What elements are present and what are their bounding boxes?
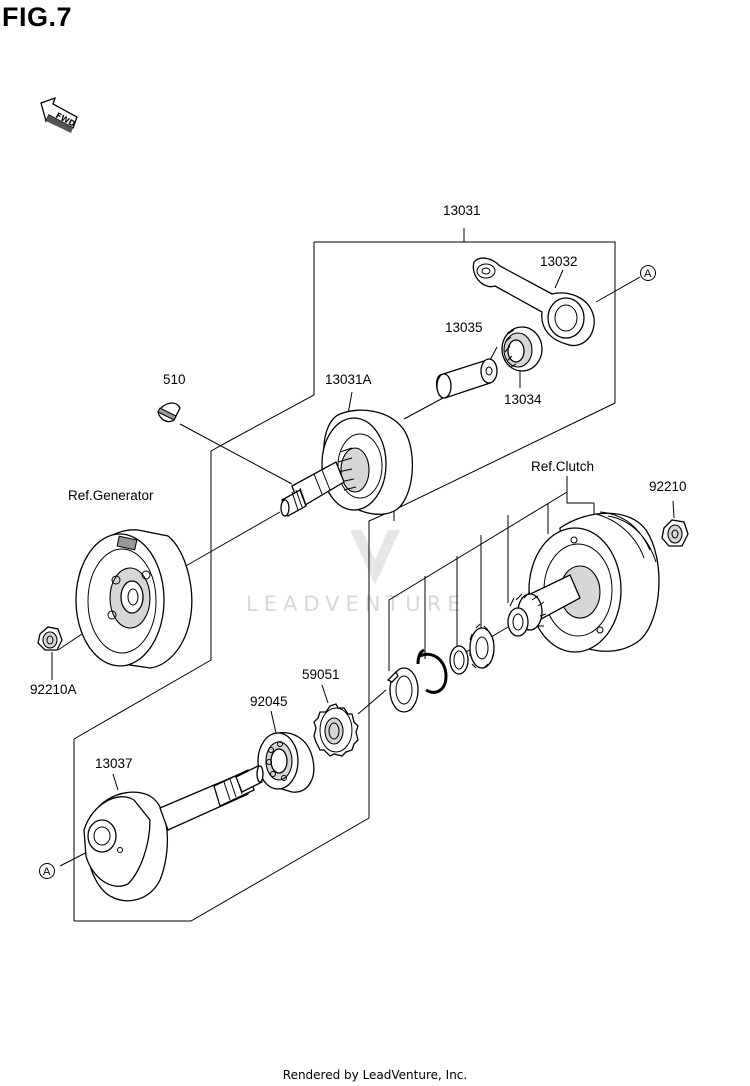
label-92045: 92045	[250, 694, 288, 709]
bracket-ref-clutch	[388, 476, 595, 671]
part-labels: 13031 13032 13035 13034 13031A 510 Ref.G…	[30, 203, 687, 771]
label-13037: 13037	[95, 756, 133, 771]
label-510: 510	[163, 372, 186, 387]
crankshaft-left-13031A	[280, 409, 414, 517]
label-13031A: 13031A	[325, 372, 372, 387]
label-13031: 13031	[443, 203, 481, 218]
bracket-13037	[74, 509, 395, 922]
woodruff-key-510	[157, 402, 181, 423]
clutch-assembly	[507, 511, 660, 653]
watermark-text: LEADVENTURE	[246, 592, 467, 616]
generator-flywheel	[75, 529, 193, 669]
figure-title: FIG.7	[2, 2, 73, 32]
needle-bearing-13034	[501, 326, 543, 372]
clutch-washers	[386, 623, 495, 713]
footer-credit: Rendered by LeadVenture, Inc.	[282, 1068, 468, 1082]
label-ref-clutch: Ref.Clutch	[531, 459, 594, 474]
nut-92210	[661, 519, 689, 547]
bracket-13031	[73, 228, 616, 921]
label-59051: 59051	[302, 667, 340, 682]
label-92210: 92210	[649, 479, 687, 494]
leader-lines	[51, 269, 675, 867]
connecting-rod-13032	[472, 257, 595, 347]
label-13032: 13032	[540, 254, 578, 269]
nut-92210A	[37, 626, 63, 651]
ball-bearing-92045	[257, 732, 315, 793]
fwd-arrow-icon: FWD	[40, 96, 78, 133]
callout-a-top: A	[640, 265, 656, 281]
label-ref-generator: Ref.Generator	[68, 488, 154, 503]
crank-pin-13035	[435, 358, 498, 399]
callout-a-bottom-text: A	[43, 866, 51, 878]
label-92210A: 92210A	[30, 682, 77, 697]
gear-59051	[313, 703, 359, 757]
label-13035: 13035	[445, 320, 483, 335]
callout-a-top-text: A	[644, 268, 652, 280]
label-13034: 13034	[504, 392, 542, 407]
crankshaft-right-13037	[83, 765, 264, 902]
callout-a-bottom: A	[39, 863, 55, 879]
